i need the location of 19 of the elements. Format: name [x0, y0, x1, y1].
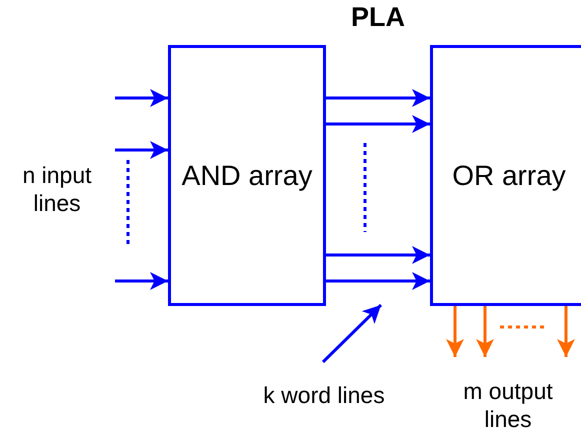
node-label: k word lines	[263, 382, 385, 410]
arrow	[115, 272, 168, 290]
arrow	[326, 246, 430, 264]
arrow	[115, 141, 168, 159]
node-label: AND array	[182, 158, 312, 192]
array-block	[168, 45, 326, 306]
node-label: n input lines	[21, 162, 93, 218]
leader-arrow	[322, 304, 382, 364]
arrow	[326, 115, 430, 133]
arrow	[115, 89, 168, 107]
node-label: OR array	[452, 158, 566, 192]
output-lines-label: m output lines	[462, 378, 554, 434]
arrow	[476, 306, 494, 357]
arrow	[326, 89, 430, 107]
arrow	[446, 306, 464, 357]
arrow	[326, 272, 430, 290]
array-block	[430, 45, 581, 306]
arrow	[557, 306, 575, 357]
diagram-title: PLA	[350, 2, 406, 33]
